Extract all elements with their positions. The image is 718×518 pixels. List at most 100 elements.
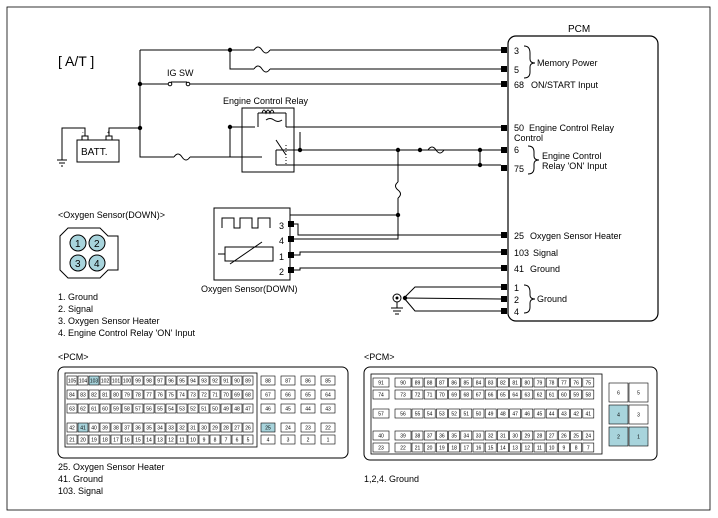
pcm-right-pin-35-cell [448, 430, 460, 441]
pcm-left-pin-57-cell [132, 403, 144, 414]
pcm-left-pin-17-label: 17 [113, 438, 119, 444]
pcm-right-pin-86-cell [448, 377, 460, 388]
pcm-right-pin-2-label: 2 [617, 435, 620, 441]
pcm-left-pin-20-label: 20 [80, 438, 86, 444]
sensor-pin-3: 3 [279, 221, 284, 231]
pcm-right-pin-55-cell [411, 408, 424, 419]
pcm-left-pin-30-label: 30 [201, 426, 207, 432]
pcm-right-pin-41-cell [582, 408, 595, 419]
pcm-right-pin-13-cell [509, 442, 521, 453]
pcm-right-pin-74-label: 74 [378, 393, 384, 399]
pcm-right-pin-38-label: 38 [415, 434, 421, 440]
pcm-right-pin-82-cell [497, 377, 509, 388]
pcm-right-pin-56-label: 56 [400, 412, 406, 418]
pcm-left-pin-92-cell [209, 375, 221, 386]
pcm-right-pin-60-label: 60 [561, 393, 567, 399]
pcm-left-pin-38-cell [110, 422, 122, 433]
pcm-right-pin-83-cell [484, 377, 497, 388]
pcm-left-pin-64-cell [320, 389, 336, 400]
pcm-right-pin-3-cell [628, 404, 649, 425]
pcm-right-pin-79-cell [533, 377, 546, 388]
pcm-left-pin-99-cell [132, 375, 144, 386]
pcm-right-pin-40-label: 40 [378, 434, 384, 440]
pcm-right-pin-18-label: 18 [451, 446, 457, 452]
pcm-left-pin-74-cell [176, 389, 188, 400]
pcm-right-pin-50-label: 50 [476, 412, 482, 418]
sensor-legend-1: 1. Ground [58, 292, 98, 302]
pcm-left-pin-82-cell [88, 389, 100, 400]
pcm-pin-50: 50 [514, 123, 524, 133]
pcm-left-pin-84-label: 84 [69, 393, 75, 399]
page-frame [6, 6, 711, 511]
pcm-left-pin-71-label: 71 [212, 393, 218, 399]
pcm-right-pin-61-cell [545, 389, 558, 400]
pcm-right-pin-14-cell [497, 442, 509, 453]
pcm-right-pin-66-cell [484, 389, 497, 400]
diagram-title: [ A/T ] [58, 53, 94, 69]
pcm-right-pin-33-label: 33 [476, 434, 482, 440]
pcm-right-pin-5-cell [628, 382, 649, 403]
pcm-left-pin-67-label: 67 [265, 393, 271, 399]
memory-power-label: Memory Power [537, 58, 598, 68]
pcm-right-pin-78-label: 78 [549, 381, 555, 387]
pcm-right-pin-80-label: 80 [525, 381, 531, 387]
pcm-left-pin-46-cell [260, 403, 276, 414]
pcm-right-pin-17-cell [460, 442, 473, 453]
pcm-right-pin-42-cell [570, 408, 582, 419]
pcm-right-pin-16-cell [472, 442, 485, 453]
pcm-right-pin-89-label: 89 [415, 381, 421, 387]
pcm-right-pin-58-cell [582, 389, 595, 400]
pcm-right-pin-44-label: 44 [549, 412, 555, 418]
pcm-left-pin-5-label: 5 [247, 438, 250, 444]
pcm-left-pin-59-cell [110, 403, 122, 414]
pcm-left-pin-17-cell [110, 434, 122, 445]
pcm-left-pin-39-cell [99, 422, 111, 433]
pcm-left-pin-80-label: 80 [113, 393, 119, 399]
pcm-right-pin-6-label: 6 [617, 391, 620, 397]
pcm-right-pin-31-cell [497, 430, 509, 441]
pcm-left-pin-66-cell [280, 389, 296, 400]
sensor-cavity-4: 4 [94, 259, 100, 270]
pcm-right-pin-23-label: 23 [378, 446, 384, 452]
pcm-left-pin-3-label: 3 [287, 438, 290, 444]
pcm-right-pin-54-label: 54 [427, 412, 433, 418]
pcm-left-pin-91-label: 91 [223, 379, 229, 385]
pcm-right-pin-7-label: 7 [587, 446, 590, 452]
pcm-left-pin-46-label: 46 [265, 407, 271, 413]
pcm-left-pin-4-cell [260, 434, 276, 445]
pcm-right-pin-18-cell [448, 442, 460, 453]
pcm-left-pin-97-cell [154, 375, 166, 386]
pcm-right-pin-17-label: 17 [464, 446, 470, 452]
pcm-left-pin-6-cell [231, 434, 243, 445]
pcm-right-pin-62-cell [533, 389, 546, 400]
pcm-left-pin-71-cell [209, 389, 221, 400]
pcm-right-pin-43-cell [558, 408, 570, 419]
pcm-right-pin-75-label: 75 [586, 381, 592, 387]
pcm-left-pin-53-cell [176, 403, 188, 414]
pcm-pin-103: 103 [514, 248, 529, 258]
pcm-right-pin-22-cell [394, 442, 412, 453]
pcm-left-pin-80-cell [110, 389, 122, 400]
pcm-right-pin-13-label: 13 [512, 446, 518, 452]
pcm-left-pin-53-label: 53 [179, 407, 185, 413]
sensor-pin-1: 1 [279, 252, 284, 262]
pcm-right-pin-22-label: 22 [400, 446, 406, 452]
pcm-right-pin-66-label: 66 [488, 393, 494, 399]
pcm-left-pin-62-cell [77, 403, 89, 414]
pcm-right-pin-68-label: 68 [464, 393, 470, 399]
pcm-right-pin-24-label: 24 [586, 434, 592, 440]
pcm-left-pin-94-label: 94 [190, 379, 196, 385]
pcm-left-pin-16-cell [121, 434, 133, 445]
pcm-left-pin-55-cell [154, 403, 166, 414]
pcm-right-pin-16-label: 16 [476, 446, 482, 452]
pcm-left-pin-11-label: 11 [179, 438, 184, 444]
pcm-left-pin-38-label: 38 [113, 426, 119, 432]
battery: - + BATT. [57, 127, 120, 167]
pcm-right-pin-25-label: 25 [573, 434, 579, 440]
pcm-left-pin-23-label: 23 [305, 426, 311, 432]
pcm-left-pin-44-label: 44 [305, 407, 311, 413]
pcm-right-pin-74-cell [372, 389, 390, 400]
pcm-right-pin-73-label: 73 [400, 393, 406, 399]
